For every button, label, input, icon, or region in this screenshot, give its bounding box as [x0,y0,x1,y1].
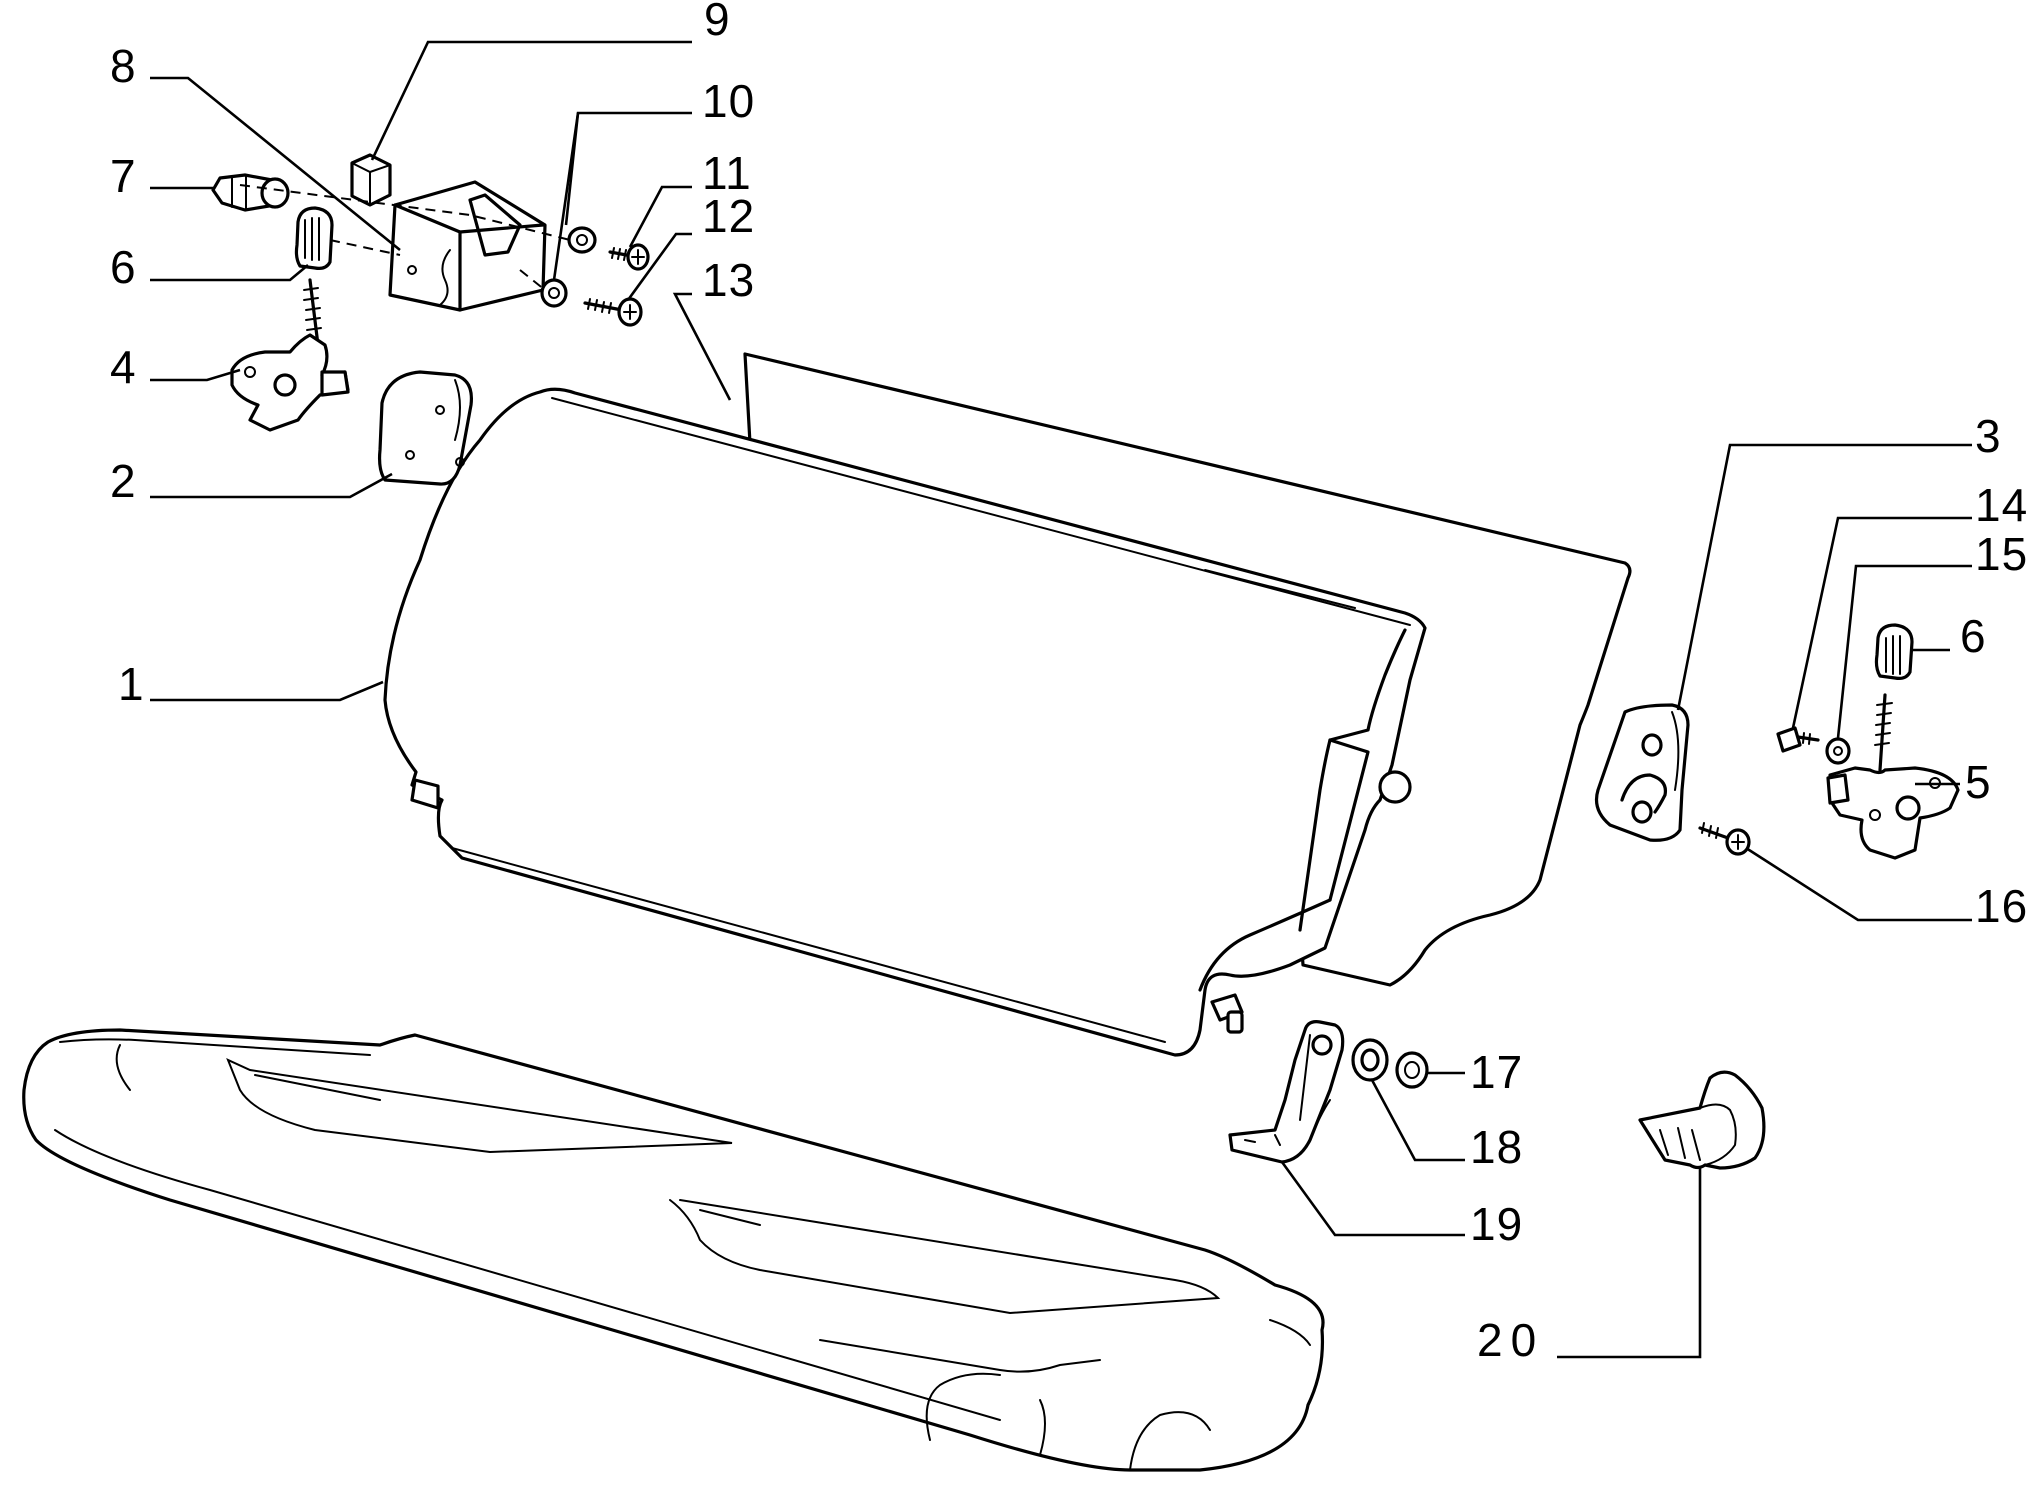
callout-7: 7 [110,150,137,202]
callout-1: 1 [118,658,145,710]
part-19-hinge-bracket [1228,1020,1345,1164]
part-1-backrest-cushion [383,387,1427,1057]
part-12-screw [583,297,643,327]
part-3-right-bracket [1594,703,1690,842]
leader-15 [1836,564,1972,739]
leader-14 [1791,516,1972,729]
part-18-washer [1351,1038,1389,1082]
leader-13 [672,292,732,401]
part-15-washer [1825,737,1851,765]
part-7-bushing [211,173,290,212]
callout-13: 13 [702,254,755,306]
leader-3 [1676,443,1972,711]
callout-5: 5 [1965,756,1992,808]
callout-12: 12 [702,190,755,242]
leader-19 [1280,1161,1465,1237]
callout-14: 14 [1975,479,2028,531]
leader-12 [626,232,692,301]
part-6-lever-knob-left [294,206,334,270]
callout-17: 17 [1470,1046,1523,1098]
part-16-screw [1698,822,1751,856]
leader-10a [564,111,692,226]
part-11-screw [608,243,650,271]
part-17-spring-washer [1395,1051,1429,1089]
part-6-lever-knob-right [1874,623,1914,680]
callout-11: 11 [702,147,752,199]
callout-labels: 1 2 3 4 5 6 6 7 8 9 10 11 12 13 14 15 16… [110,0,2028,1366]
seat-cushion [22,1028,1325,1472]
part-8-hinge-block [388,180,547,312]
part-14-screw [1776,726,1820,753]
callout-10: 10 [702,75,755,127]
callout-6-left: 6 [110,241,137,293]
callout-8: 8 [110,40,137,92]
callout-15: 15 [1975,528,2028,580]
part-9-clip [350,153,392,207]
leader-2 [150,472,393,499]
callout-19: 19 [1470,1198,1523,1250]
part-2-left-bracket [377,370,474,486]
callout-2: 2 [110,455,137,507]
leader-1 [150,680,384,702]
callout-18: 18 [1470,1121,1523,1173]
assembly-line-left-upper [239,184,571,241]
leader-20 [1557,1168,1702,1359]
callout-20: 20 [1477,1314,1544,1366]
part-10-washers [540,226,597,308]
callout-9: 9 [704,0,731,45]
leader-6-left [150,264,309,282]
leader-8 [150,76,401,252]
leader-11 [628,185,692,248]
part-5-right-recliner [1826,693,1960,860]
part-4-left-recliner [230,278,350,432]
callout-6-right: 6 [1960,610,1987,662]
leader-16 [1745,846,1972,922]
callout-16: 16 [1975,880,2028,932]
callout-4: 4 [110,341,137,393]
leader-9 [370,40,692,161]
leader-lines [150,40,1972,1359]
assembly-line-left-lower [329,239,401,256]
leader-18 [1370,1079,1465,1162]
leader-4 [150,368,241,382]
callout-3: 3 [1975,410,2002,462]
leader-10b [552,112,580,281]
part-20-hinge-cover [1638,1070,1766,1170]
assembly-line-block-screws [519,269,546,291]
